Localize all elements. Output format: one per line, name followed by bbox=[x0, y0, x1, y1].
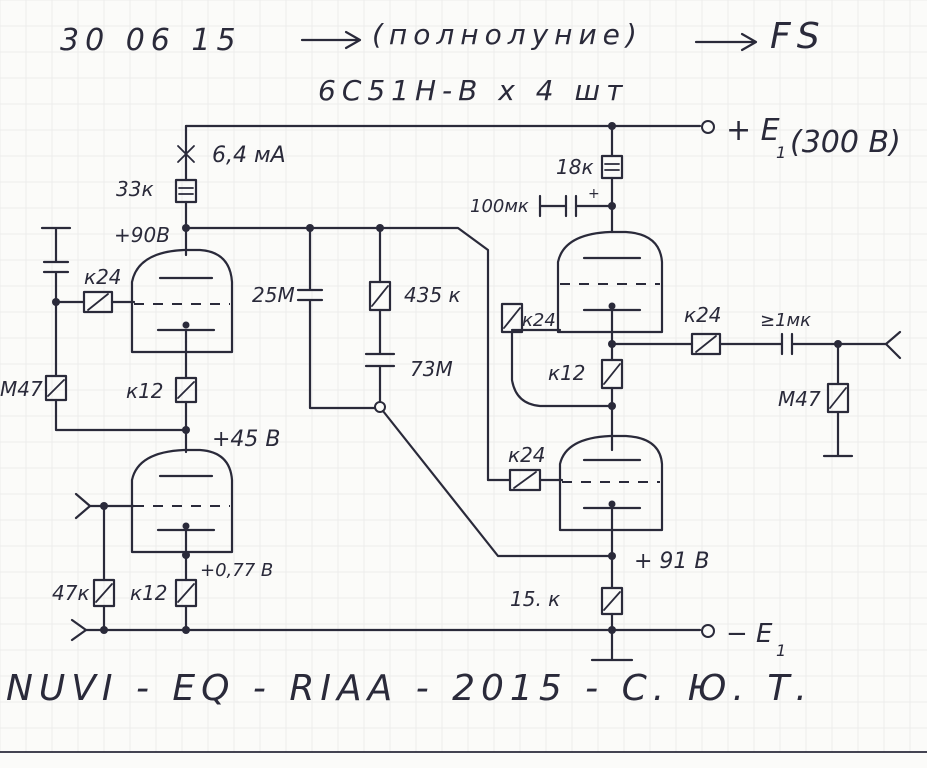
res-m47-slash bbox=[47, 379, 65, 397]
wire-m47-ground bbox=[822, 410, 854, 458]
wire-riaa-to-91v bbox=[381, 409, 614, 558]
label-c-25m: 25М bbox=[252, 283, 295, 307]
label-c-73m: 73М bbox=[410, 357, 453, 381]
res-k24a-slash bbox=[87, 293, 109, 311]
label-r-k24-b: к24 bbox=[522, 310, 556, 331]
input-ground-arrow bbox=[70, 618, 88, 642]
tube-4-envelope bbox=[558, 434, 664, 532]
minus-sub: 1 bbox=[776, 641, 786, 660]
label-r-435k: 435 к bbox=[404, 283, 461, 307]
res-18k-marks bbox=[604, 163, 620, 171]
label-r-33k: 33к bbox=[116, 177, 154, 201]
header-tube: 6С51Н-В х 4 шт bbox=[318, 74, 628, 107]
res-33k-marks bbox=[178, 187, 194, 195]
label-r-18k: 18к bbox=[556, 155, 594, 179]
tube-1-envelope bbox=[130, 248, 234, 354]
wire-r435-c73 bbox=[364, 308, 396, 406]
tube-2-envelope bbox=[130, 448, 234, 554]
node-k12c bbox=[608, 402, 616, 410]
cap-left-top bbox=[40, 226, 72, 378]
header-date: 30 06 15 bbox=[60, 23, 242, 58]
output-arrow bbox=[884, 330, 902, 360]
res-k12c-slash bbox=[603, 363, 621, 385]
res-k24c-slash bbox=[513, 471, 537, 489]
tube-1-cathode-dot bbox=[182, 321, 190, 329]
arrow-2 bbox=[694, 32, 758, 52]
header-initials: FS bbox=[770, 16, 826, 57]
resistor-18k bbox=[600, 154, 624, 180]
tube-3-cathode-dot bbox=[608, 302, 616, 310]
label-current: 6,4 мА bbox=[212, 143, 286, 168]
cap-100mk-plus: + bbox=[588, 186, 600, 202]
label-r-k24-out: к24 bbox=[684, 303, 722, 327]
node-91v bbox=[608, 552, 616, 560]
tube-2-cathode-dot bbox=[182, 522, 190, 530]
resistor-k24-c bbox=[508, 468, 542, 492]
res-k12b-slash bbox=[177, 583, 195, 603]
label-r-k12-a: к12 bbox=[126, 379, 164, 403]
resistor-33k bbox=[174, 178, 198, 204]
res-47k-slash bbox=[95, 583, 113, 603]
cap-100mk bbox=[538, 194, 614, 218]
label-c-out: ≥1мк bbox=[760, 310, 811, 331]
plus-sub: 1 bbox=[776, 143, 786, 162]
tube-4-cathode-dot bbox=[608, 500, 616, 508]
node-ground-15k bbox=[608, 626, 616, 634]
wire-m47-45v bbox=[54, 398, 188, 432]
res-k24out-slash bbox=[695, 335, 717, 353]
header-note: (полнолуние) bbox=[372, 18, 643, 51]
label-r-47k: 47к bbox=[52, 581, 90, 605]
wire-k24b-loop bbox=[510, 330, 614, 408]
tube-1-cathode bbox=[156, 328, 216, 344]
grid-paper bbox=[0, 0, 927, 752]
label-r-k12-c: к12 bbox=[548, 361, 586, 385]
res-k12a-slash bbox=[177, 381, 195, 399]
label-c-100mk: 100мк bbox=[470, 196, 529, 217]
resistor-k24-a bbox=[82, 290, 114, 314]
minus-terminal bbox=[701, 624, 715, 638]
wire-15k-ground bbox=[590, 612, 634, 662]
wire-90v-bus bbox=[184, 226, 490, 482]
tube-3-cathode bbox=[582, 308, 642, 346]
tube-3-envelope bbox=[556, 230, 664, 334]
label-r-k24-a: к24 bbox=[84, 265, 122, 289]
arrow-1 bbox=[300, 30, 362, 50]
res-15k-slash bbox=[603, 591, 621, 611]
current-mark bbox=[177, 145, 195, 163]
plus-label: + E bbox=[726, 113, 780, 148]
label-r-k12-b: к12 bbox=[130, 581, 168, 605]
label-r-m47-out: М47 bbox=[778, 387, 821, 411]
label-r-15k: 15. к bbox=[510, 587, 560, 611]
label-r-k24-c: к24 bbox=[508, 443, 546, 467]
minus-label: − E bbox=[726, 619, 773, 649]
node-077v bbox=[182, 551, 190, 559]
plus-terminal bbox=[701, 120, 715, 134]
footer-title: NUVI - EQ - RIAA - 2015 - С. Ю. Т. bbox=[6, 668, 813, 709]
node-riaa-bottom bbox=[374, 401, 386, 413]
plus-voltage: (300 В) bbox=[790, 125, 901, 160]
res-435k-slash bbox=[371, 285, 389, 307]
wire-c25 bbox=[296, 226, 382, 410]
label-v-077: +0,77 В bbox=[200, 560, 273, 581]
label-v-91: + 91 В bbox=[634, 549, 710, 574]
res-m47out-slash bbox=[829, 387, 847, 409]
input-arrow bbox=[74, 492, 136, 520]
label-v-90: +90В bbox=[114, 223, 170, 247]
cap-out bbox=[718, 332, 888, 356]
res-k24b-slash bbox=[503, 307, 521, 329]
label-r-m47-left: М47 bbox=[0, 377, 43, 401]
tube-4-cathode bbox=[582, 506, 642, 590]
label-v-45: +45 В bbox=[212, 427, 281, 452]
